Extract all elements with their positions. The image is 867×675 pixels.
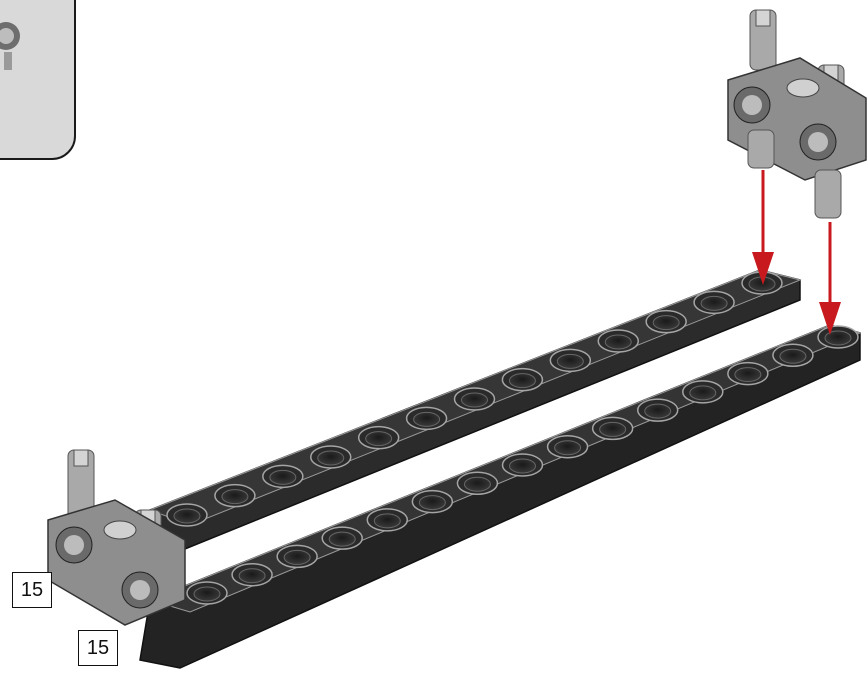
beam-hole-inner	[462, 393, 488, 407]
down-arrow-icon	[819, 222, 841, 335]
beam-hole-inner	[645, 404, 671, 418]
beam-hole-inner	[239, 569, 265, 583]
beam-hole-inner	[284, 550, 310, 564]
beam-hole-inner	[366, 432, 392, 446]
beam-length-label: 15	[78, 630, 118, 666]
beam-hole-inner	[555, 441, 581, 455]
beam-hole-inner	[222, 490, 248, 504]
down-arrow-icon	[752, 170, 774, 285]
beam-hole-inner	[780, 349, 806, 363]
beam-hole-inner	[557, 354, 583, 368]
beam-hole-inner	[735, 368, 761, 382]
beam-hole-inner	[464, 477, 490, 491]
beam-length-label: 15	[12, 572, 52, 608]
beam-hole-inner	[329, 532, 355, 546]
beam-hole-inner	[414, 412, 440, 426]
beam-hole-inner	[374, 514, 400, 528]
beam-hole-inner	[174, 509, 200, 523]
beam-hole-inner	[194, 587, 220, 601]
beam-hole-inner	[653, 316, 679, 330]
beam-hole-inner	[509, 374, 535, 388]
beam-hole-inner	[605, 335, 631, 349]
beam-hole-inner	[701, 296, 727, 310]
beam-hole-inner	[600, 422, 626, 436]
axle-connector-icon	[48, 450, 185, 625]
beam-hole-inner	[419, 496, 445, 510]
beam-hole-inner	[270, 470, 296, 484]
beam-hole-inner	[690, 386, 716, 400]
axle-connector-icon	[728, 10, 866, 218]
beam-hole-inner	[825, 331, 851, 345]
beam-hole-inner	[510, 459, 536, 473]
beam-hole-inner	[318, 451, 344, 465]
